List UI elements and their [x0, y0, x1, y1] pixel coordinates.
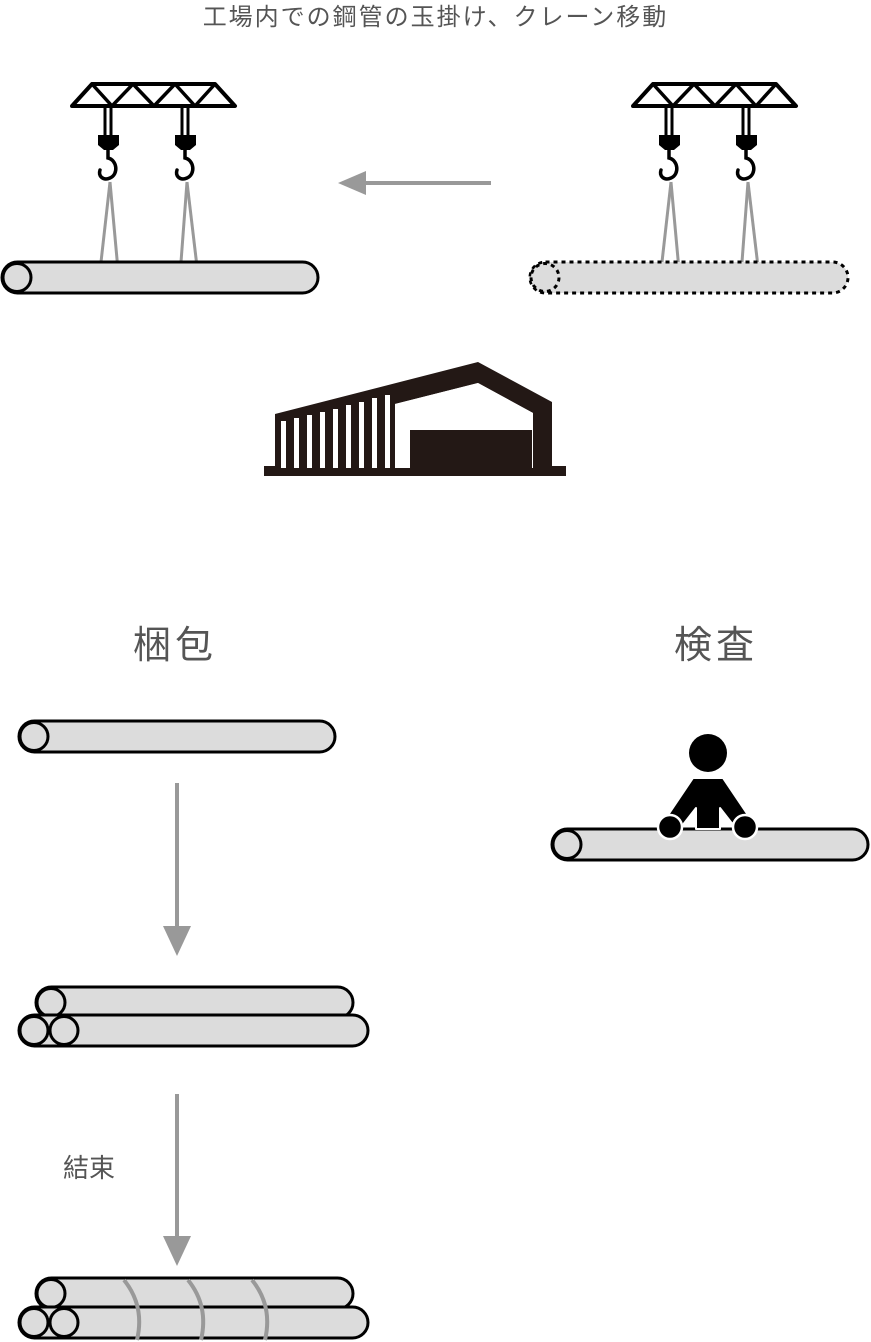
binding-band	[122, 1278, 270, 1341]
inspector-icon	[656, 734, 759, 841]
crane-icon-left	[0, 82, 320, 295]
inspection-heading: 検査	[674, 623, 759, 667]
hook-icon	[735, 106, 757, 181]
arrow-icon-down	[163, 1094, 191, 1266]
arrow-icon-left	[338, 171, 491, 195]
steel-pipe-icon	[0, 260, 320, 295]
inspection-group	[550, 734, 870, 862]
hook-icon	[174, 106, 196, 181]
diagram-title: 工場内での鋼管の玉掛け、クレーン移動	[202, 3, 669, 31]
steel-pipe-icon	[17, 719, 337, 754]
hook-icon	[658, 106, 680, 181]
hook-icon	[97, 106, 119, 181]
crane-icon-right	[528, 82, 850, 295]
crane-truss	[70, 82, 237, 108]
factory-icon	[264, 362, 566, 476]
stacked-pipes-icon	[17, 985, 370, 1048]
bundled-pipes-icon	[17, 1276, 370, 1341]
crane-truss	[631, 82, 798, 108]
steel-pipe-icon	[550, 827, 870, 862]
bundling-label: 結束	[63, 1154, 116, 1184]
steel-pipe-dotted-icon	[528, 260, 850, 295]
arrow-icon-down	[163, 783, 191, 956]
packing-heading: 梱包	[133, 623, 218, 667]
